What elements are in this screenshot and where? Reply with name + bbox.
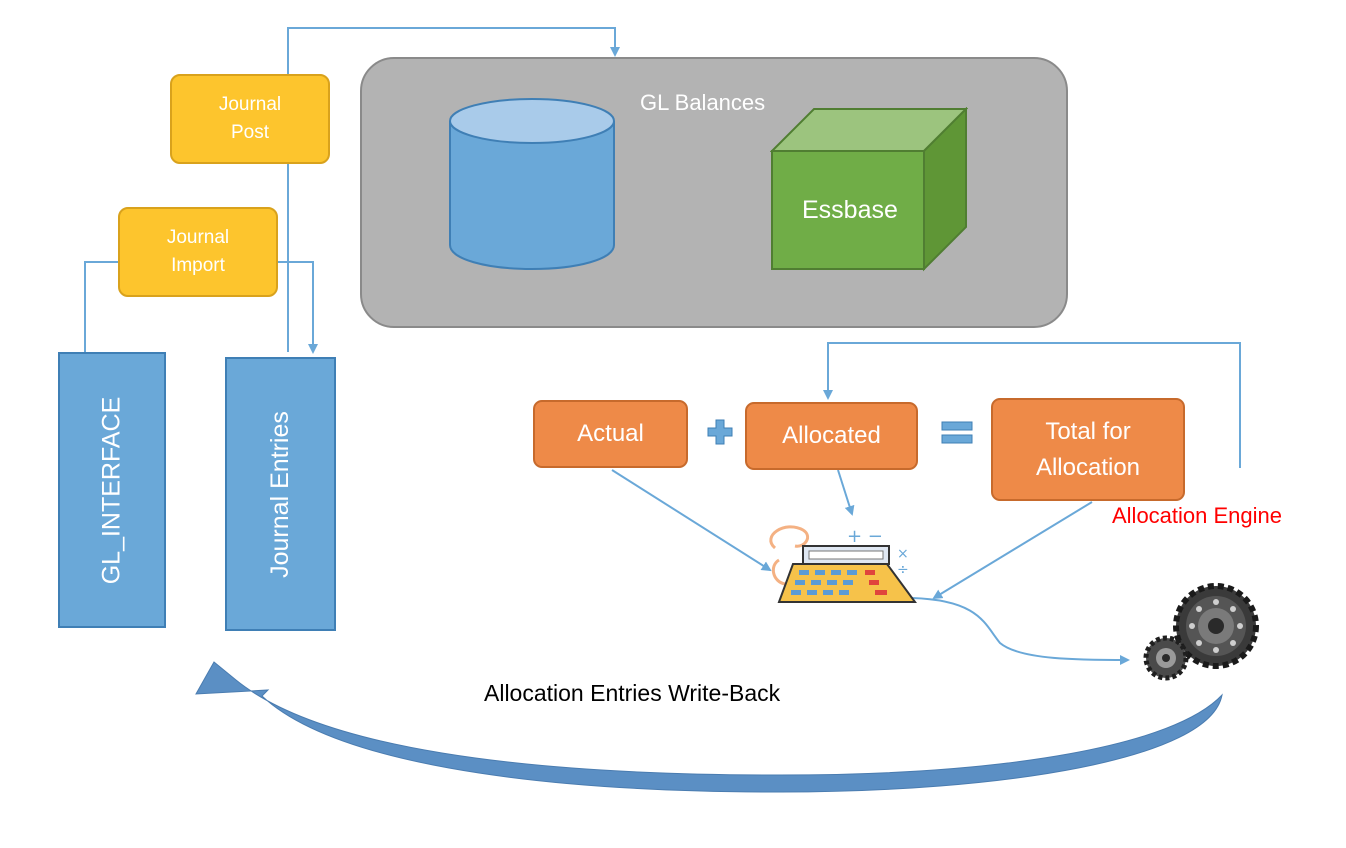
actual-box[interactable]: Actual (533, 400, 688, 468)
allocated-to-calculator-arrow (837, 469, 855, 516)
total-for-allocation-box[interactable]: Total for Allocation (991, 398, 1185, 501)
database-cylinder-icon (449, 98, 615, 271)
total-to-allocated-loop (823, 342, 1241, 468)
gears-icon (1143, 583, 1259, 681)
actual-label: Actual (577, 420, 644, 447)
write-back-arrow (195, 661, 1223, 793)
gl-interface-label: GL_INTERFACE (97, 396, 126, 584)
journal-entries-table[interactable]: Journal Entries (225, 357, 336, 631)
allocation-engine-label: Allocation Engine (1112, 503, 1283, 528)
total-to-calculator-arrow (932, 501, 1093, 600)
actual-to-calculator-arrow (611, 469, 772, 572)
svg-text:×: × (897, 546, 909, 562)
calculator-icon: + − × ÷ (769, 525, 917, 603)
svg-text:+ −: + − (847, 526, 883, 547)
gl-balances-title: GL Balances (640, 90, 766, 115)
write-back-label: Allocation Entries Write-Back (484, 680, 781, 706)
equals-icon (941, 421, 973, 444)
interface-to-import-connector (84, 261, 118, 352)
journal-import-box[interactable]: Journal Import (118, 207, 278, 297)
journal-post-box[interactable]: Journal Post (170, 74, 330, 164)
post-to-balances-connector (287, 27, 620, 352)
allocated-label: Allocated (782, 422, 881, 449)
allocated-box[interactable]: Allocated (745, 402, 918, 470)
essbase-cube-icon (770, 107, 968, 272)
import-to-entries-connector (276, 261, 318, 354)
journal-post-label: Journal Post (218, 94, 282, 143)
journal-import-label: Journal Import (166, 227, 230, 276)
calculator-to-engine-arrow (911, 597, 1130, 665)
total-for-allocation-label: Total for Allocation (1035, 417, 1141, 481)
gl-interface-table[interactable]: GL_INTERFACE (58, 352, 166, 628)
svg-text:÷: ÷ (897, 562, 909, 578)
plus-icon (707, 419, 733, 445)
journal-entries-label: Journal Entries (266, 410, 294, 578)
essbase-label: Essbase (802, 196, 898, 224)
